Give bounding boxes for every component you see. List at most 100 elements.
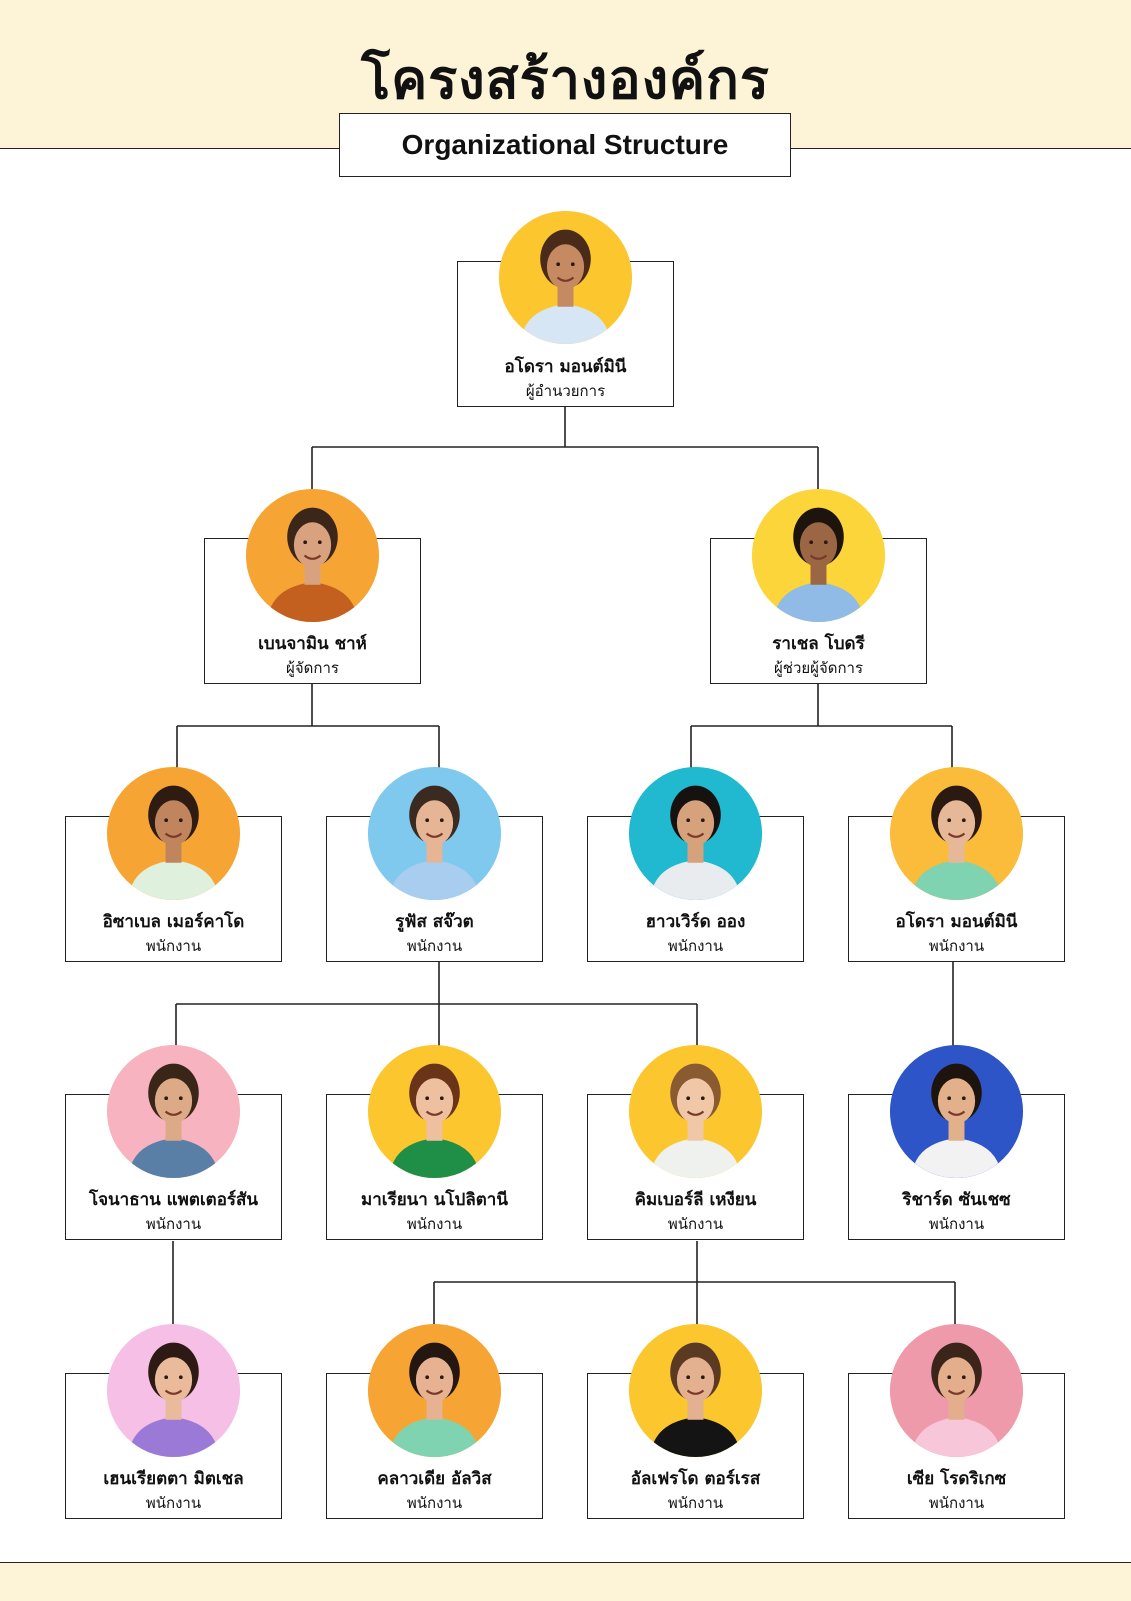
smile [947, 1110, 966, 1116]
shirt [389, 1417, 480, 1457]
person-photo [368, 767, 501, 900]
shirt [650, 1138, 741, 1178]
face [415, 800, 454, 846]
face [937, 1078, 976, 1124]
person-role: พนักงาน [667, 1215, 724, 1233]
person-name: คลาวเดีย อัลวิส [377, 1469, 492, 1489]
person-photo [890, 1324, 1023, 1457]
smile [425, 1389, 444, 1395]
eye [961, 818, 966, 823]
neck [557, 285, 574, 307]
person-name: ฮาวเวิร์ด ออง [645, 912, 746, 932]
eye [178, 1375, 183, 1380]
shirt [389, 860, 480, 900]
person-role: ผู้อำนวยการ [525, 382, 606, 400]
eye [178, 818, 183, 823]
eye [961, 1096, 966, 1101]
person-photo [107, 1045, 240, 1178]
person-photo [890, 767, 1023, 900]
smile [164, 832, 183, 838]
neck [165, 1119, 182, 1141]
person-name: คิมเบอร์ลี เหงียน [634, 1190, 757, 1210]
neck [948, 1119, 965, 1141]
person-photo [368, 1324, 501, 1457]
neck [426, 1398, 443, 1420]
eye [317, 540, 322, 545]
neck [687, 1398, 704, 1420]
smile [947, 832, 966, 838]
face [154, 1078, 193, 1124]
person-name: มาเรียนา นโปลิตานี [361, 1190, 508, 1210]
eye [823, 540, 828, 545]
person-role: พนักงาน [145, 1494, 202, 1512]
smile [686, 832, 705, 838]
smile [686, 1110, 705, 1116]
avatar [368, 1045, 501, 1178]
shirt [128, 860, 219, 900]
avatar [890, 767, 1023, 900]
eye [164, 818, 169, 823]
person-role: พนักงาน [928, 1215, 985, 1233]
avatar [890, 1045, 1023, 1178]
person-photo [107, 767, 240, 900]
eye [700, 1096, 705, 1101]
person-name: ริชาร์ด ซันเชซ [902, 1190, 1011, 1210]
person-name: เฮนเรียตตา มิตเชล [103, 1469, 244, 1489]
eye [425, 818, 430, 823]
person-photo [629, 1045, 762, 1178]
face [415, 1078, 454, 1124]
face [676, 1078, 715, 1124]
person-role: พนักงาน [667, 1494, 724, 1512]
avatar [368, 1324, 501, 1457]
neck [810, 563, 827, 585]
smile [686, 1389, 705, 1395]
person-photo [246, 489, 379, 622]
person-photo [752, 489, 885, 622]
shirt [911, 1138, 1002, 1178]
eye [947, 1375, 952, 1380]
shirt [267, 582, 358, 622]
eye [439, 1096, 444, 1101]
avatar [890, 1324, 1023, 1457]
person-role: พนักงาน [667, 937, 724, 955]
avatar [752, 489, 885, 622]
avatar [499, 211, 632, 344]
smile [164, 1389, 183, 1395]
person-name: อัลเฟรโด ตอร์เรส [630, 1469, 761, 1489]
person-photo [368, 1045, 501, 1178]
eye [178, 1096, 183, 1101]
eye [303, 540, 308, 545]
smile [303, 554, 322, 560]
neck [948, 1398, 965, 1420]
avatar [107, 1324, 240, 1457]
face [154, 1357, 193, 1403]
neck [687, 841, 704, 863]
shirt [650, 1417, 741, 1457]
face [676, 800, 715, 846]
person-photo [629, 767, 762, 900]
shirt [389, 1138, 480, 1178]
eye [686, 1375, 691, 1380]
face [937, 800, 976, 846]
avatar [107, 1045, 240, 1178]
person-name: ราเชล โบดรี [772, 634, 865, 654]
eye [439, 818, 444, 823]
eye [700, 1375, 705, 1380]
shirt [911, 860, 1002, 900]
person-role: พนักงาน [145, 1215, 202, 1233]
subtitle: Organizational Structure [401, 129, 729, 160]
smile [425, 1110, 444, 1116]
person-photo [890, 1045, 1023, 1178]
person-name: รูฟัส สจ๊วต [395, 912, 474, 932]
eye [164, 1375, 169, 1380]
person-role: ผู้ช่วยผู้จัดการ [773, 659, 864, 677]
smile [164, 1110, 183, 1116]
eye [961, 1375, 966, 1380]
person-photo [107, 1324, 240, 1457]
eye [686, 1096, 691, 1101]
neck [165, 1398, 182, 1420]
avatar [107, 767, 240, 900]
person-photo [629, 1324, 762, 1457]
person-name: เซีย โรดริเกซ [906, 1469, 1007, 1489]
eye [425, 1096, 430, 1101]
